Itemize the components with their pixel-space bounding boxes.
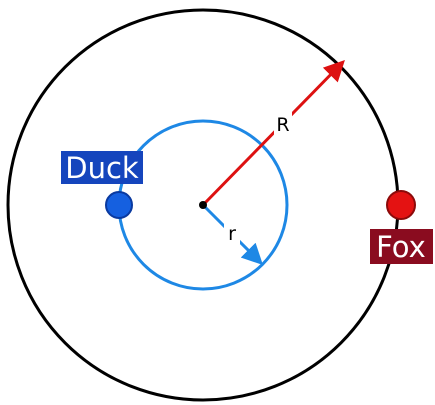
duck-tag — [61, 151, 143, 184]
inner-radius-label: r — [228, 223, 236, 245]
fox-tag — [370, 229, 433, 264]
fox-label: Fox — [376, 230, 426, 264]
outer-radius-label-bg — [274, 112, 292, 136]
duck-label: Duck — [65, 151, 139, 185]
fox-marker — [386, 190, 416, 220]
inner-radius-label-bg — [224, 222, 240, 244]
outer-radius-label: R — [276, 114, 289, 136]
outer-radius-arrow — [201, 59, 345, 207]
duck-marker — [105, 191, 133, 219]
center-point — [199, 201, 207, 209]
